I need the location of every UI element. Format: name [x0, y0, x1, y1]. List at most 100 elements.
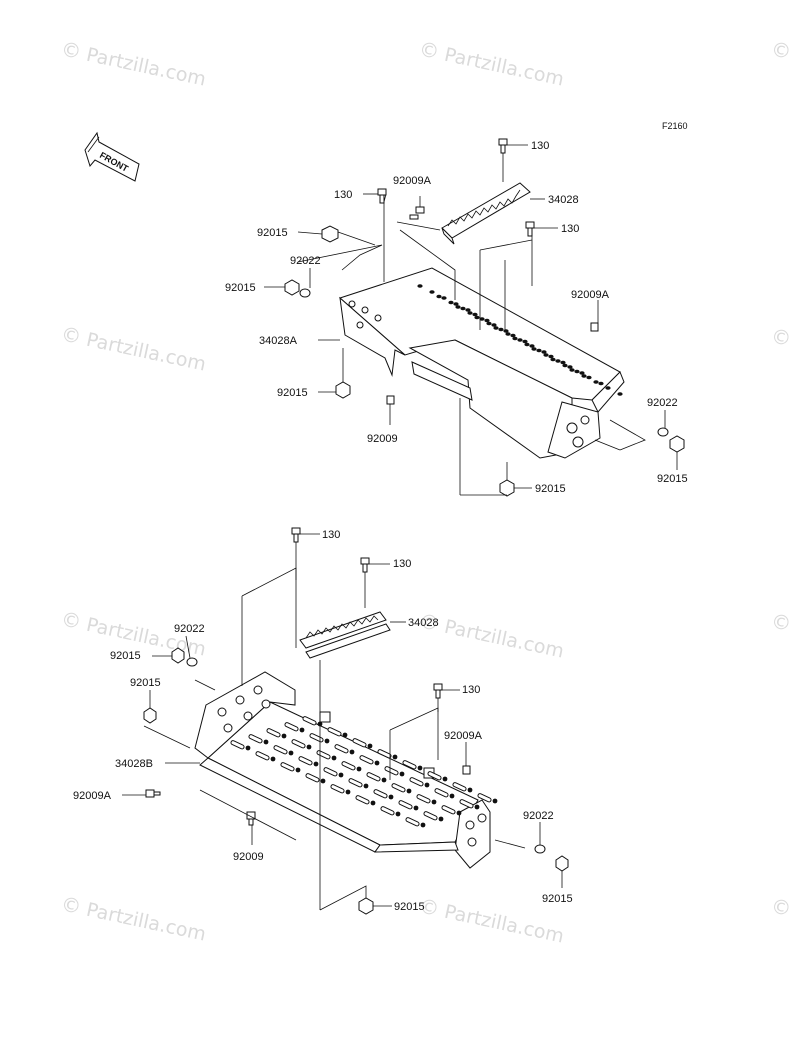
nut-icon — [358, 897, 374, 915]
watermark: © — [769, 323, 794, 351]
deck-hole — [579, 371, 585, 375]
svg-text:Partzilla.com: Partzilla.com — [442, 616, 566, 663]
callout-92015: 92015 — [535, 483, 566, 495]
deck-hole — [306, 744, 312, 750]
bolt-icon — [145, 789, 161, 798]
bolt-icon — [386, 395, 395, 405]
callout-92015: 92015 — [394, 901, 425, 913]
deck-slot — [441, 805, 456, 815]
nut-icon — [499, 479, 515, 497]
deck-slot — [359, 755, 374, 765]
deck-hole — [349, 749, 355, 755]
nut-icon — [321, 225, 339, 243]
deck-hole — [392, 754, 398, 760]
nut-icon — [335, 381, 351, 399]
deck-hole — [245, 745, 251, 751]
svg-text:©: © — [769, 608, 794, 636]
deck-hole — [460, 306, 466, 311]
deck-hole — [569, 368, 575, 372]
deck-hole — [367, 743, 373, 749]
callout-92009a: 92009A — [393, 175, 432, 187]
diagram-code: F2160 — [662, 121, 688, 131]
deck-hole — [429, 290, 435, 294]
bolt-icon — [498, 138, 508, 154]
deck-hole — [431, 799, 437, 805]
deck-hole — [345, 789, 351, 795]
deck-hole — [455, 305, 461, 309]
deck-hole — [479, 317, 485, 321]
deck-hole — [406, 788, 412, 794]
callout-92009a: 92009A — [73, 790, 112, 802]
deck-hole — [448, 300, 454, 305]
svg-text:Partzilla.com: Partzilla.com — [442, 901, 566, 948]
deck-hole — [417, 765, 423, 771]
deck-slot — [384, 766, 399, 776]
deck-slot — [230, 740, 245, 750]
deck-hole — [342, 732, 348, 738]
deck-hole — [531, 347, 537, 351]
deck-hole — [605, 386, 611, 390]
watermark: © — [769, 893, 794, 921]
deck-slot — [409, 777, 424, 787]
top-carrier-assembly — [339, 182, 625, 459]
callout-130: 130 — [561, 223, 579, 235]
watermark: ©Partzilla.com — [59, 36, 208, 90]
svg-text:©: © — [417, 36, 442, 64]
svg-text:©: © — [59, 606, 84, 634]
bottom-callout-labels: 130 130 34028 92022 92015 92015 130 9200… — [73, 529, 573, 913]
deck-hole — [472, 312, 478, 317]
watermark: © — [769, 608, 794, 636]
deck-hole — [517, 338, 523, 342]
deck-slot — [323, 767, 338, 777]
deck-hole — [363, 783, 369, 789]
svg-text:©: © — [59, 36, 84, 64]
deck-hole — [550, 357, 556, 362]
callout-92009a: 92009A — [571, 289, 610, 301]
deck-hole — [491, 323, 497, 327]
top-callout-labels: 130 92009A 130 34028 130 92015 92022 920… — [225, 140, 688, 495]
svg-text:Partzilla.com: Partzilla.com — [84, 329, 208, 376]
washer-icon — [534, 844, 546, 854]
deck-hole — [562, 363, 568, 368]
deck-slot — [391, 783, 406, 793]
callout-34028: 34028 — [408, 617, 439, 629]
deck-hole — [567, 365, 573, 369]
watermark: ©Partzilla.com — [417, 608, 566, 662]
callout-34028b: 34028B — [115, 758, 153, 770]
deck-hole — [498, 327, 504, 332]
deck-slot — [248, 734, 263, 744]
svg-text:Partzilla.com: Partzilla.com — [84, 899, 208, 946]
callout-92009: 92009 — [367, 433, 398, 445]
deck-hole — [524, 342, 530, 347]
deck-slot — [355, 795, 370, 805]
washer-icon — [186, 657, 198, 667]
deck-hole — [388, 794, 394, 800]
deck-hole — [395, 811, 401, 817]
callout-130: 130 — [462, 684, 480, 696]
washer-icon — [299, 288, 311, 298]
deck-hole — [581, 374, 587, 378]
deck-hole — [586, 375, 592, 380]
deck-slot — [380, 806, 395, 816]
deck-hole — [331, 755, 337, 761]
deck-hole — [474, 315, 480, 320]
deck-hole — [374, 760, 380, 766]
washer-icon — [657, 427, 669, 437]
bolt-icon — [462, 765, 471, 775]
deck-hole — [536, 348, 542, 353]
callout-92022: 92022 — [523, 810, 554, 822]
bolt-icon — [291, 527, 301, 543]
deck-hole — [413, 805, 419, 811]
deck-hole — [493, 326, 499, 330]
deck-hole — [449, 793, 455, 799]
callout-130: 130 — [393, 558, 411, 570]
top-leader-lines — [264, 144, 678, 496]
deck-slot — [348, 778, 363, 788]
deck-hole — [424, 782, 430, 788]
watermark: © — [769, 36, 794, 64]
deck-hole — [356, 766, 362, 772]
deck-hole — [417, 284, 423, 288]
deck-hole — [299, 727, 305, 733]
deck-hole — [453, 302, 459, 306]
deck-hole — [338, 772, 344, 778]
